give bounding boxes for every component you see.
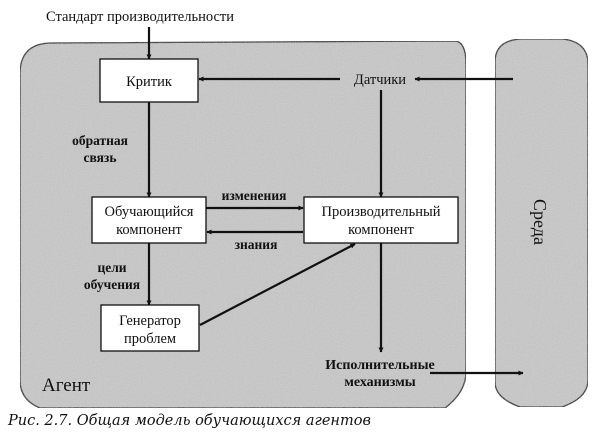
learning-component-label-line1: Обучающийся — [105, 204, 194, 220]
problem-generator-box — [100, 304, 200, 352]
performance-component-label-line1: Производительный — [321, 204, 440, 220]
feedback-label-line1: обратная — [72, 133, 128, 148]
changes-label: изменения — [222, 188, 287, 203]
environment-region — [494, 38, 589, 408]
feedback-label-line2: связь — [84, 150, 117, 165]
agent-label: Агент — [42, 375, 91, 396]
performance-component-label-line2: компонент — [348, 222, 414, 238]
learning-goals-label-line1: цели — [97, 260, 126, 275]
knowledge-label: знания — [235, 237, 278, 252]
learning-agent-diagram: Стандарт производительности Критик Обуча… — [19, 9, 589, 409]
critic-box — [99, 58, 199, 103]
performance-standard-label: Стандарт производительности — [46, 9, 234, 25]
performance-component-box — [303, 196, 459, 244]
edge-generator-to-performance — [199, 243, 356, 326]
learning-goals-label-line2: обучения — [84, 277, 140, 292]
learning-component-box — [91, 196, 207, 244]
critic-label: Критик — [126, 74, 173, 90]
problem-generator-label-line2: проблем — [124, 331, 176, 347]
learning-component-label-line2: компонент — [116, 222, 182, 238]
actuators-label-line1b: механизмы — [344, 375, 415, 390]
sensors-label: Датчики — [354, 72, 406, 88]
actuators-label-line1: Исполнительные — [325, 358, 435, 373]
figure-caption: Рис. 2.7. Общая модель обучающихся агент… — [8, 413, 371, 429]
problem-generator-label-line1: Генератор — [119, 313, 181, 329]
environment-label: Среда — [530, 199, 550, 245]
